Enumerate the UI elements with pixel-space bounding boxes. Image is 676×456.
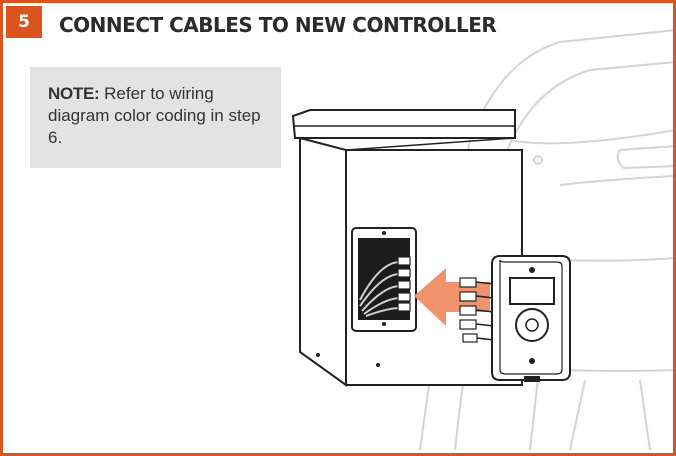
step-number-badge: 5 <box>6 6 42 38</box>
new-controller-panel-icon <box>491 255 571 382</box>
note-box: NOTE: Refer to wiring diagram color codi… <box>30 67 281 168</box>
controller-housing-icon <box>291 109 523 387</box>
step-number: 5 <box>18 12 30 32</box>
step-title: CONNECT CABLES TO NEW CONTROLLER <box>59 13 497 37</box>
note-label: NOTE: <box>48 84 100 103</box>
grill-controller-install-illustration <box>291 29 673 451</box>
note-text: Refer to wiring diagram color coding in … <box>48 84 261 147</box>
